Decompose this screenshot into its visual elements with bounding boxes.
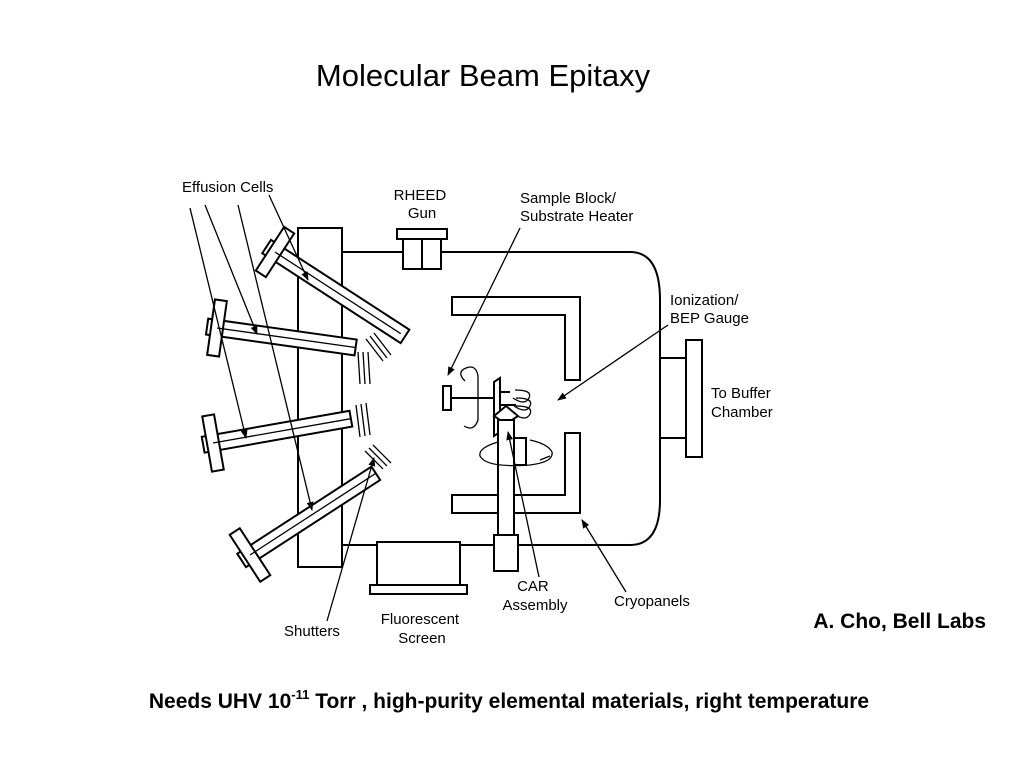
ionization-gauge-label-line-2: BEP Gauge [670, 310, 749, 327]
sample-block-arrow [447, 227, 521, 376]
fluorescent-screen [369, 541, 468, 595]
effusion-cell-1 [254, 225, 411, 345]
effusion-cells-label: Effusion Cells [182, 179, 273, 196]
effusion-cell-arrows [189, 194, 314, 511]
footer-prefix: Needs UHV 10 [148, 690, 292, 713]
car-assembly-label-line-2: Assembly [502, 597, 568, 614]
sample-block-label-line-1: Sample Block/ [520, 190, 617, 207]
buffer-chamber-label-line-2: Chamber [711, 404, 773, 421]
effusion-cell-4 [228, 465, 382, 584]
cryopanels-arrow [581, 519, 627, 593]
credit-label: A. Cho, Bell Labs [813, 610, 986, 633]
rheed-gun-label-line-1: RHEED [394, 187, 447, 204]
footer-exponent: -11 [291, 687, 310, 702]
shutters-label: Shutters [284, 623, 340, 640]
car-assembly-label-line-1: CAR [517, 578, 549, 595]
fluorescent-screen-label-line-2: Screen [398, 630, 446, 647]
ionization-gauge-label: Ionization/ BEP Gauge [670, 292, 749, 327]
buffer-chamber-label: To Buffer Chamber [711, 385, 775, 421]
effusion-cell-2 [204, 298, 358, 358]
gauge-arrow [557, 324, 669, 401]
ionization-gauge-label-line-1: Ionization/ [670, 292, 739, 309]
cryopanels [451, 296, 581, 514]
cryopanels-label: Cryopanels [614, 593, 690, 610]
buffer-chamber-label-line-1: To Buffer [711, 385, 771, 402]
car-assembly [479, 404, 553, 572]
footer-suffix: Torr , high-purity elemental materials, … [309, 690, 870, 713]
fluorescent-screen-label: Fluorescent Screen [381, 611, 464, 647]
effusion-cell-3 [200, 409, 354, 473]
car-assembly-arrow [506, 431, 540, 578]
page-title: Molecular Beam Epitaxy [315, 58, 651, 93]
shutters [355, 332, 392, 470]
sample-block-label: Sample Block/ Substrate Heater [520, 190, 633, 225]
sample-block [442, 366, 532, 438]
car-assembly-label: CAR Assembly [502, 578, 568, 614]
rheed-gun-label-line-2: Gun [408, 205, 436, 222]
fluorescent-screen-label-line-1: Fluorescent [381, 611, 460, 628]
sample-block-label-line-2: Substrate Heater [520, 208, 633, 225]
shutters-arrow [326, 457, 376, 622]
buffer-chamber-port [659, 339, 703, 458]
rheed-gun [396, 228, 448, 270]
footer-note: Needs UHV 10-11 Torr , high-purity eleme… [0, 687, 1018, 714]
rheed-gun-label: RHEED Gun [394, 187, 451, 222]
